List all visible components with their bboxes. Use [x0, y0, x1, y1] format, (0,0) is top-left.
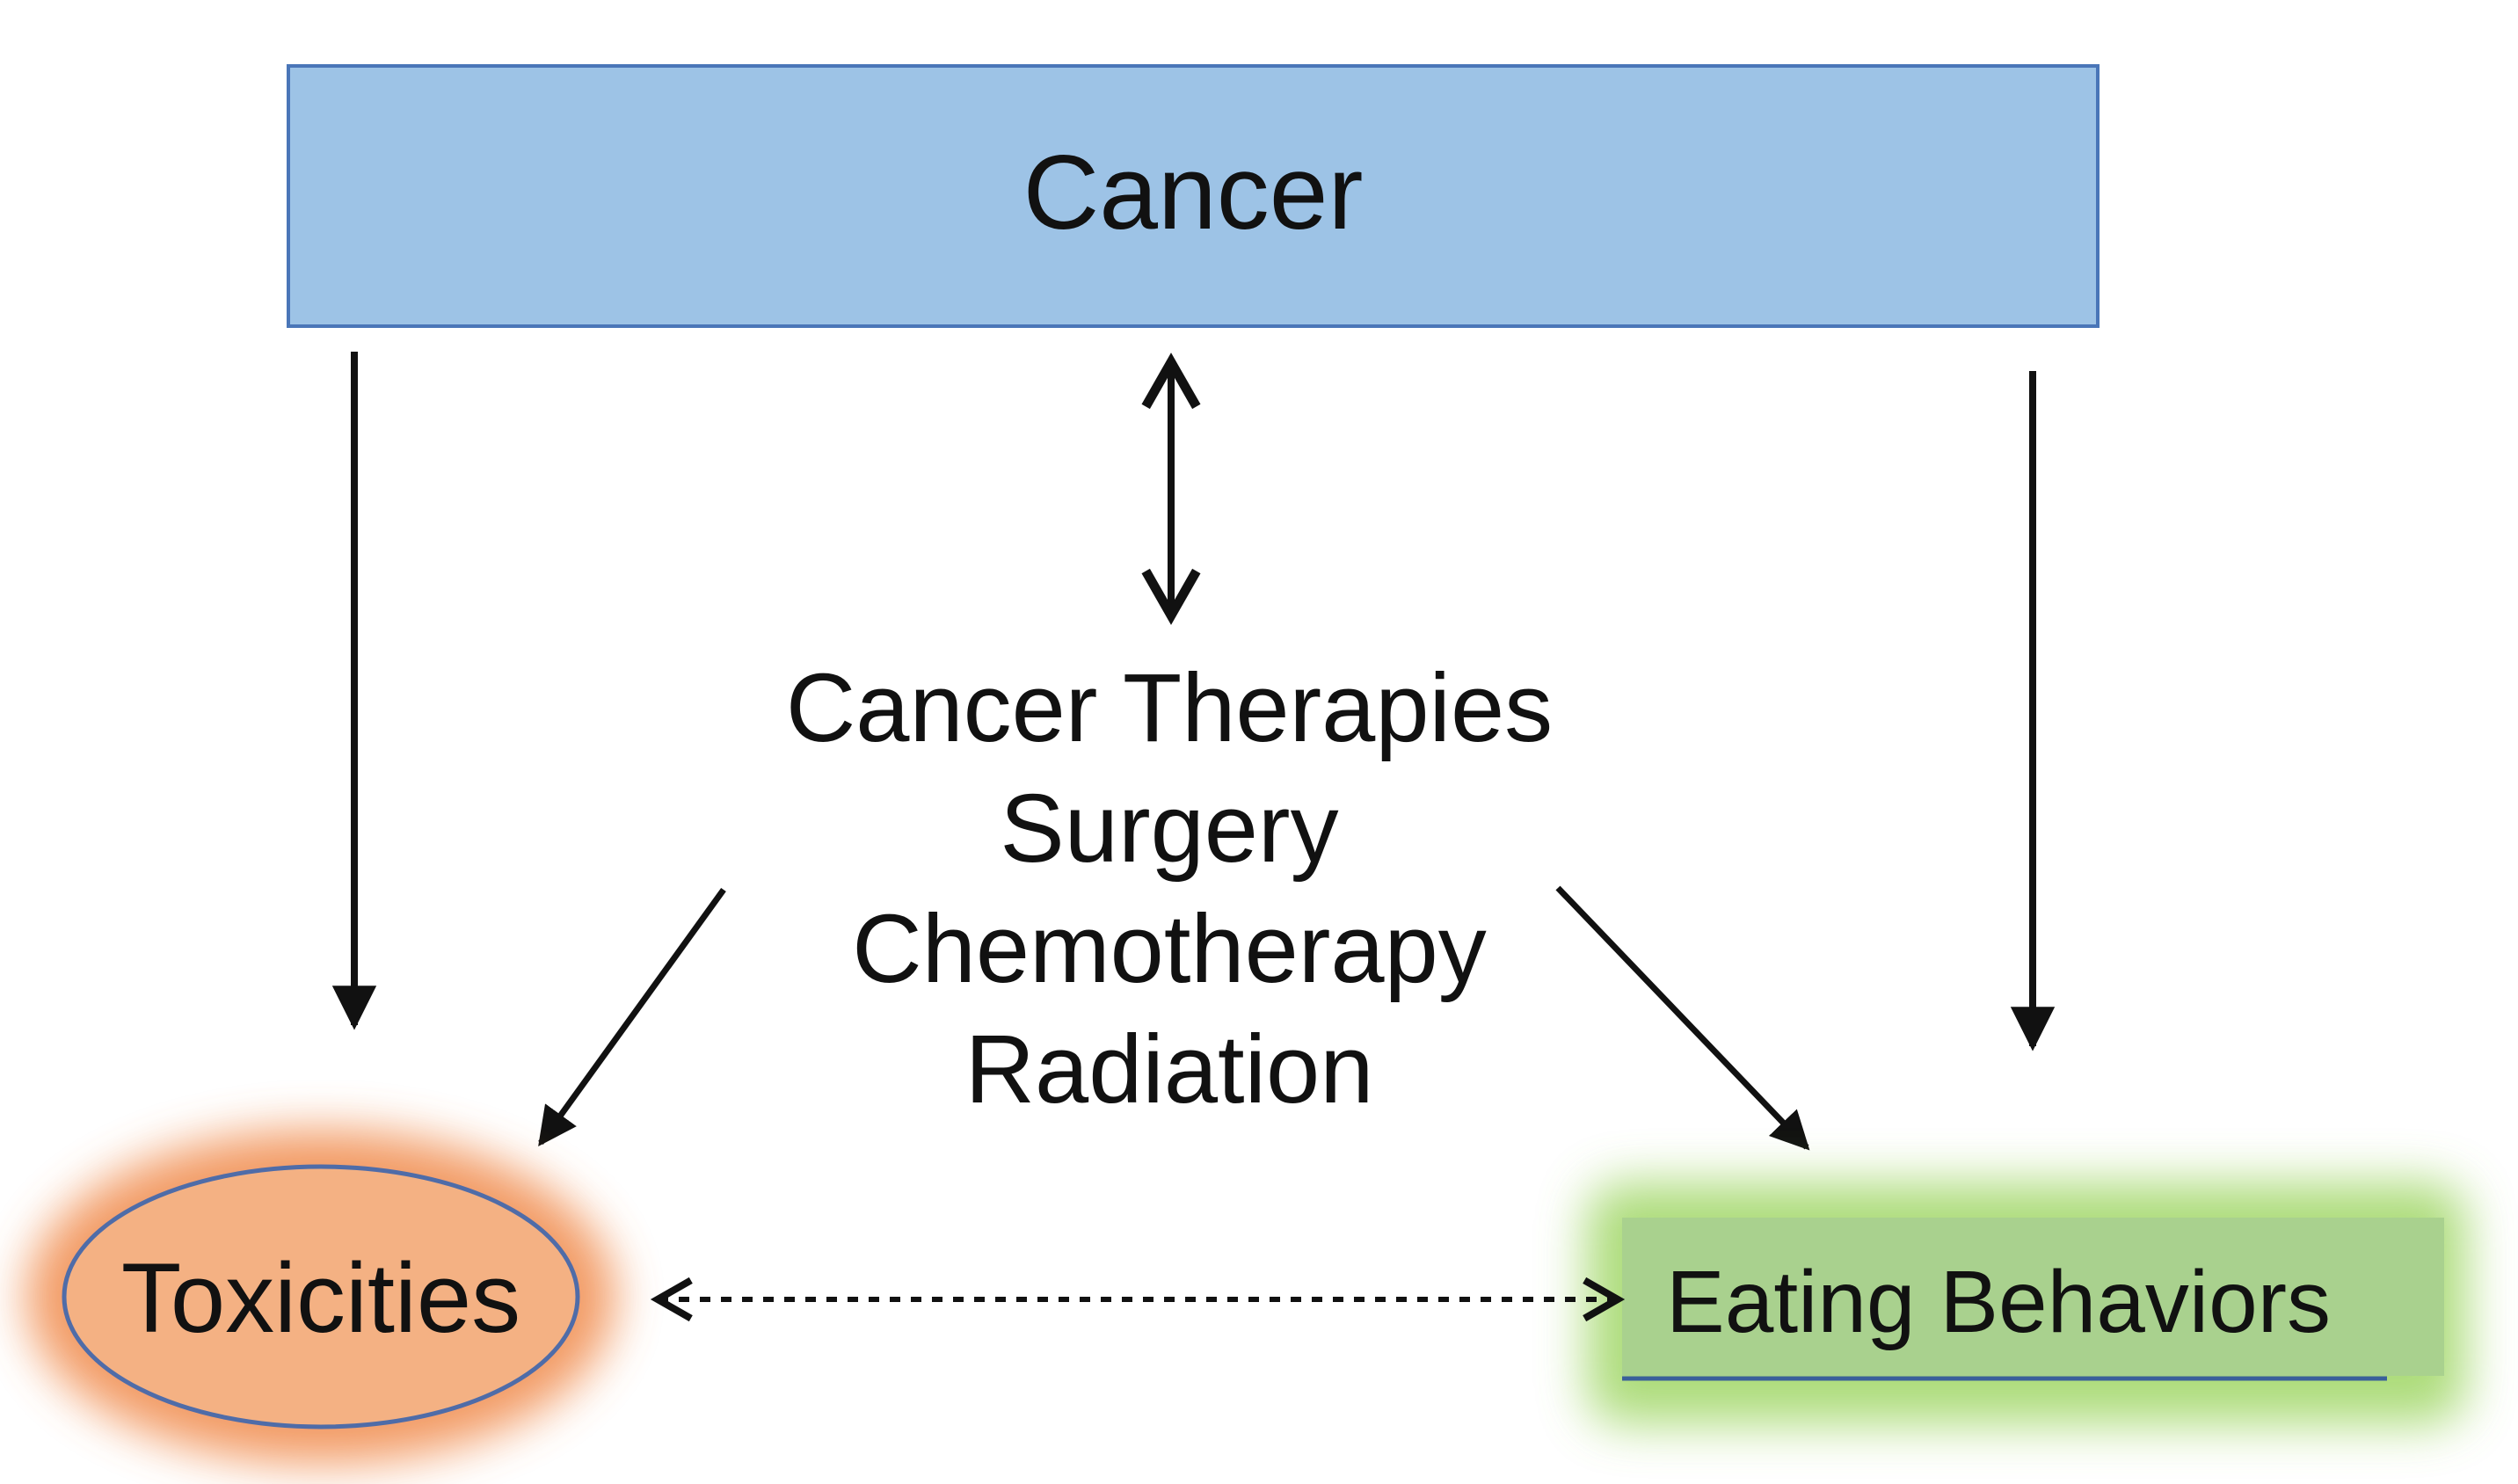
therapies-heading: Cancer Therapies	[786, 654, 1553, 762]
cancer-box	[287, 64, 2100, 328]
toxicities-node: Toxicities	[26, 1130, 615, 1464]
therapy-item-radiation: Radiation	[965, 1015, 1374, 1124]
therapy-item-surgery: Surgery	[1000, 775, 1338, 883]
therapy-item-chemotherapy: Chemotherapy	[852, 895, 1487, 1003]
eating-behaviors-node: Eating Behaviors	[1587, 1182, 2466, 1424]
toxicities-label: Toxicities	[121, 1243, 520, 1353]
toxicities-ellipse	[62, 1164, 580, 1429]
cancer-label: Cancer	[1023, 134, 1364, 251]
therapies-to-toxicities-arrow	[538, 887, 726, 1146]
therapies-to-eating-arrow	[1555, 885, 1810, 1151]
eating-behaviors-label: Eating Behaviors	[1666, 1253, 2331, 1351]
cancer-node: Cancer	[287, 64, 2100, 328]
eating-behaviors-box	[1622, 1218, 2444, 1376]
therapies-block: Cancer Therapies Surgery Chemotherapy Ra…	[786, 654, 1553, 1124]
